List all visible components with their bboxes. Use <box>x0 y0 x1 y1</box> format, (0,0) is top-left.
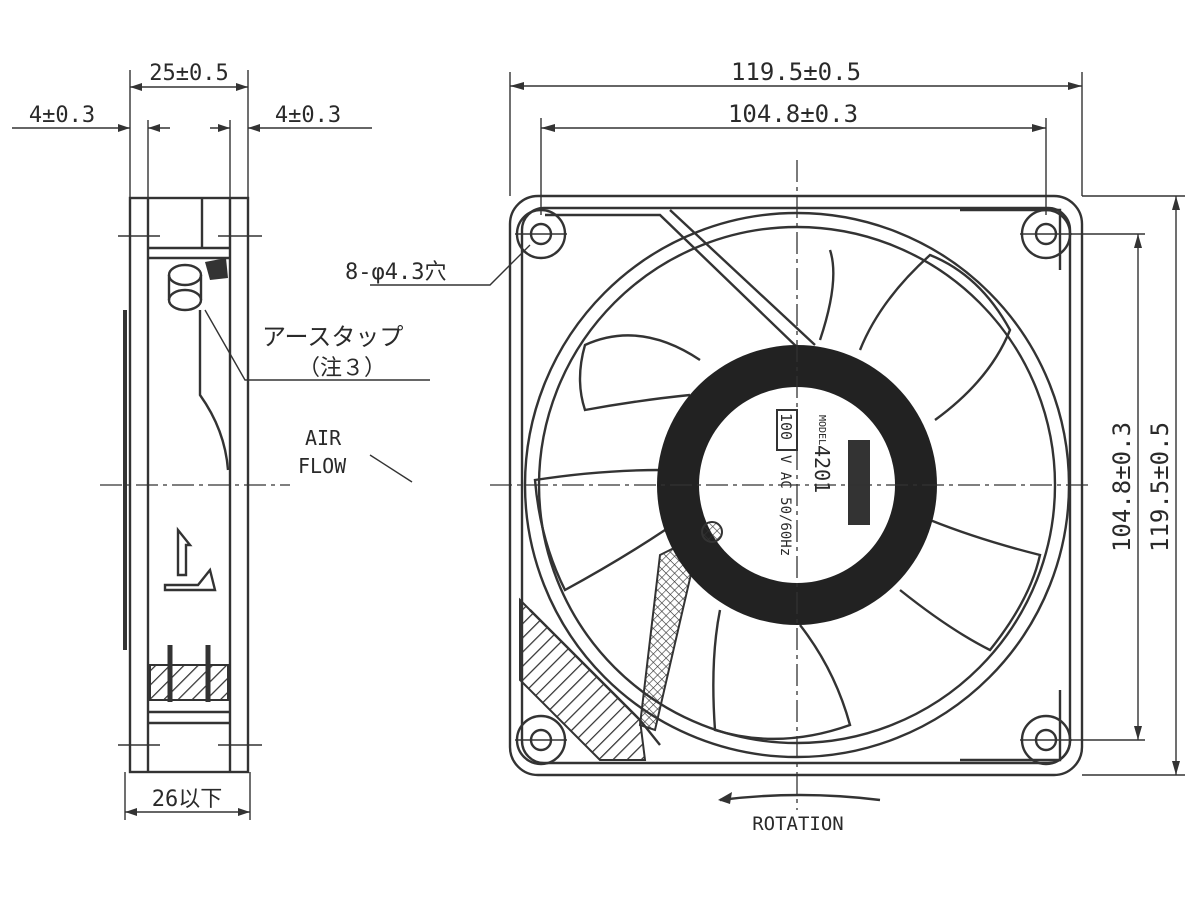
earth-tap-label: アースタップ <box>262 323 403 351</box>
rotation-arrow-icon <box>719 793 881 802</box>
mounting-holes-label: 8-φ4.3穴 <box>345 260 446 285</box>
airflow-label-2: FLOW <box>298 454 347 478</box>
left-flange-dimension: 4±0.3 <box>29 103 95 128</box>
voltage-spec: V AC 50/60Hz <box>777 455 793 556</box>
earth-tap-note: （注３） <box>298 356 386 381</box>
hatched-section <box>519 597 647 761</box>
outer-height-dimension: 119.5±0.5 <box>1146 422 1174 552</box>
rotation-label: ROTATION <box>752 813 844 835</box>
side-width-dimension: 25±0.5 <box>149 61 228 86</box>
earth-tap-terminal <box>205 258 228 280</box>
hole-pitch-vertical-dimension: 104.8±0.3 <box>1108 422 1136 552</box>
outer-width-dimension: 119.5±0.5 <box>731 58 861 86</box>
brand-logo <box>848 440 870 525</box>
fan-blades <box>533 249 1042 741</box>
model-number: 4201 <box>810 445 834 493</box>
right-flange-dimension: 4±0.3 <box>275 103 341 128</box>
front-view: MODEL 4201 100 V AC 50/60Hz 119.5±0.5 10… <box>345 58 1185 835</box>
side-view: 25±0.5 4±0.3 4±0.3 26以下 アースタップ （注３） AIR … <box>12 61 430 820</box>
voltage-value: 100 <box>777 413 795 440</box>
overall-depth-dimension: 26以下 <box>152 787 223 812</box>
hole-pitch-dimension: 104.8±0.3 <box>728 100 858 128</box>
model-caption: MODEL <box>816 415 827 445</box>
airflow-label: AIR <box>305 426 342 450</box>
